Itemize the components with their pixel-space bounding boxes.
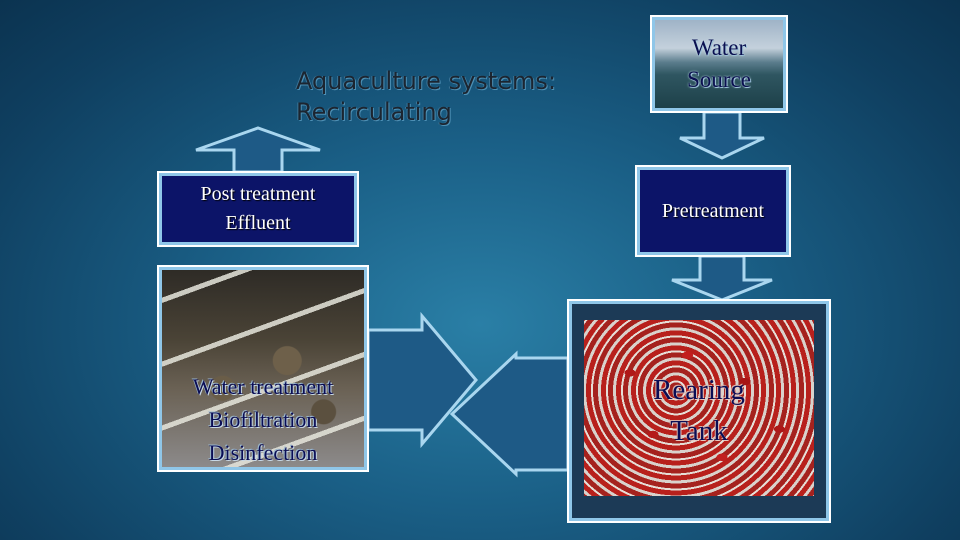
node-pretreatment: Pretreatment (635, 165, 791, 257)
arrow-down-pretreatment-to-tank (671, 254, 773, 302)
arrow-left-tank-to-treatment (449, 350, 570, 478)
water-source-line-1: Water (691, 35, 747, 60)
post-treatment-line-2: Effluent (225, 212, 291, 234)
biofilter-photo (162, 270, 364, 467)
water-source-line-2: Source (687, 67, 751, 92)
pretreatment-label: Pretreatment (661, 199, 765, 222)
rearing-tank-line-2: Tank (670, 415, 728, 447)
post-treatment-line-1: Post treatment (200, 183, 316, 205)
water-treatment-line-3: Disinfection (208, 440, 318, 465)
node-water-source: Water Source (650, 15, 788, 113)
water-treatment-line-2: Biofiltration (208, 407, 318, 432)
title-line-2: Recirculating (296, 98, 452, 126)
water-treatment-line-1: Water treatment (192, 374, 334, 399)
arrow-right-treatment-to-tank (366, 311, 478, 449)
page-title: Aquaculture systems: Recirculating (296, 66, 556, 128)
arrow-up-effluent (195, 126, 321, 174)
arrow-down-source-to-pretreatment (679, 110, 765, 160)
node-post-treatment: Post treatment Effluent (157, 171, 359, 247)
rearing-tank-line-1: Rearing (653, 374, 745, 406)
node-water-treatment: Water treatment Biofiltration Disinfecti… (157, 265, 369, 472)
node-rearing-tank: Rearing Tank (567, 299, 831, 523)
clownfish-photo (584, 320, 814, 496)
title-line-1: Aquaculture systems: (296, 67, 556, 95)
